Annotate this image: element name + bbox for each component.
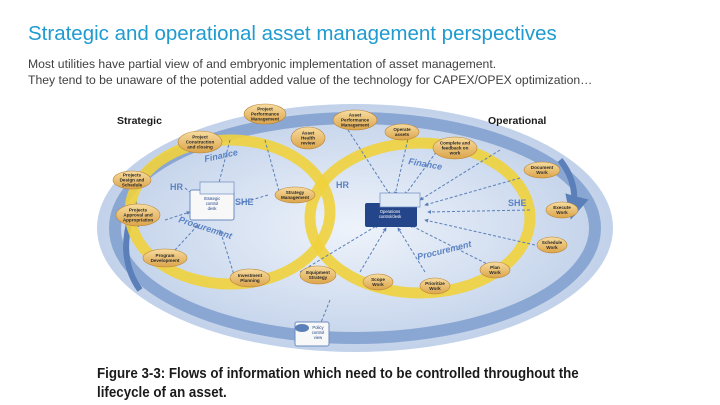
process-node-shape <box>115 203 161 227</box>
process-node-shape <box>229 268 271 288</box>
operational-loop <box>304 137 536 299</box>
process-node-shape <box>545 201 579 219</box>
process-node-shape <box>299 265 337 285</box>
caption-line-2: lifecycle of an asset. <box>97 385 227 401</box>
process-node-shape <box>243 103 287 125</box>
she-label-strategic: SHE <box>235 197 254 207</box>
process-node-shape <box>112 170 152 190</box>
asset-lifecycle-diagram: Finance Finance Procurement Procurement … <box>97 103 613 352</box>
subtitle-line-2: They tend to be unaware of the potential… <box>28 73 593 87</box>
process-node-shape <box>274 186 316 204</box>
strategic-perspective-label: Strategic <box>117 115 162 127</box>
process-node-shape <box>290 126 326 150</box>
process-node-shape <box>142 248 188 268</box>
caption-line-1: Flows of information which need to be co… <box>168 366 579 382</box>
slide-subtitle: Most utilities have partial view of and … <box>28 56 592 88</box>
she-label-operational: SHE <box>508 198 527 208</box>
hr-label-strategic: HR <box>170 182 183 192</box>
slide-title: Strategic and operational asset manageme… <box>28 22 557 45</box>
hr-label-operational: HR <box>336 180 349 190</box>
figure-number: Figure 3-3: <box>97 366 166 382</box>
process-node-shape <box>362 273 394 291</box>
process-node-shape <box>419 277 451 295</box>
process-node-shape <box>536 236 568 254</box>
figure-caption: Figure 3-3: Flows of information which n… <box>97 365 579 403</box>
lifecycle-background <box>97 104 613 352</box>
process-node-shape <box>523 161 561 179</box>
process-node-shape <box>384 123 420 141</box>
process-node-shape <box>177 130 223 154</box>
subtitle-line-1: Most utilities have partial view of and … <box>28 57 497 71</box>
process-node-shape <box>479 261 511 279</box>
process-node-shape <box>432 136 478 160</box>
process-node-shape <box>332 109 378 131</box>
operational-perspective-label: Operational <box>488 115 546 127</box>
